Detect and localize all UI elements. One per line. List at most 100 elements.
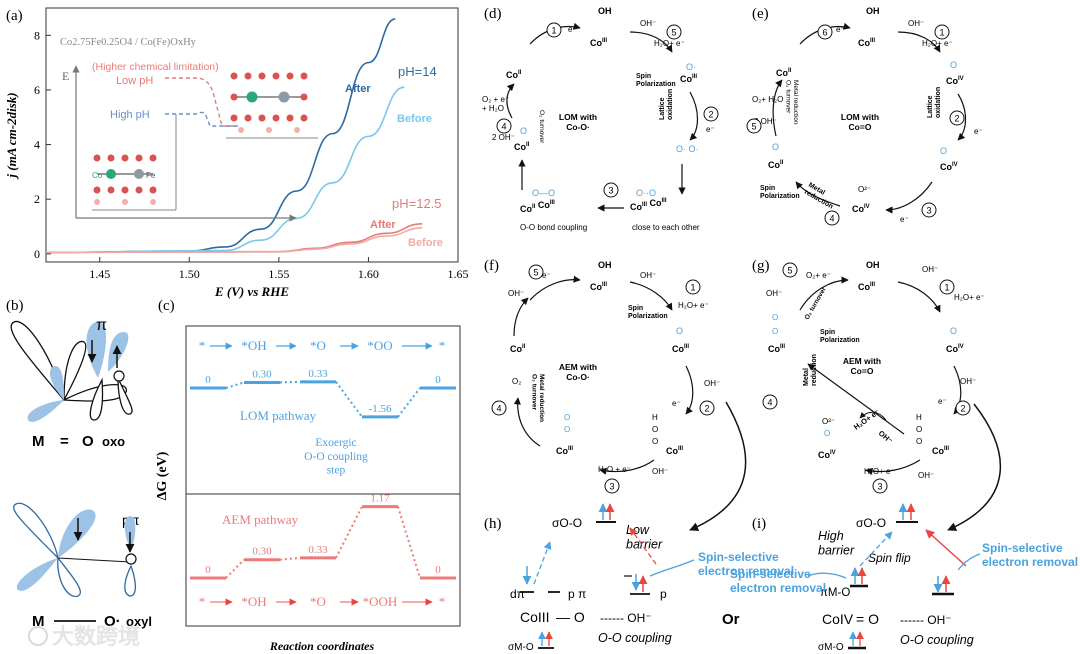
step-circle — [817, 24, 833, 40]
step-number: 5 — [671, 28, 676, 38]
energy-value: 0 — [205, 564, 211, 576]
svg-text:O: O — [940, 146, 947, 156]
svg-text:CoIII: CoIII — [858, 282, 875, 292]
oxo-label: oxo — [102, 434, 125, 449]
step-number: 4 — [501, 122, 506, 132]
step-circle — [762, 394, 778, 410]
i-sigma-mo: σM-O — [818, 642, 844, 653]
svg-text:CoIII: CoIII — [672, 344, 689, 354]
aem-pathway-label: AEM pathway — [222, 512, 299, 527]
label-before-125: Before — [408, 237, 443, 249]
step-label: * — [439, 338, 446, 353]
g-o2e: O₂+ e⁻ — [806, 271, 831, 280]
step-label: *O — [310, 594, 326, 609]
lattice-left: Co Fe — [92, 154, 157, 205]
panel-label-g: (g) — [752, 258, 770, 274]
plot-frame-a — [45, 7, 459, 263]
step-label: * — [199, 594, 206, 609]
inset-limitation: (Higher chemical limitation) — [92, 61, 219, 73]
fe-label: Fe — [146, 171, 156, 180]
d-orbital-lobe — [10, 320, 65, 401]
step-number: 2 — [960, 404, 965, 414]
oxyl-m: M — [32, 613, 45, 630]
f-oh2: OH⁻ — [704, 379, 720, 388]
lattice-right — [230, 72, 308, 133]
step-label: *OOH — [363, 594, 398, 609]
d-2oh: 2 OH⁻ — [492, 133, 515, 142]
g-oh: OH⁻ — [922, 265, 938, 274]
step-circle — [604, 478, 620, 494]
svg-text:O—O: O—O — [532, 188, 555, 198]
e-e: e⁻ — [836, 25, 845, 34]
f-oh4: OH⁻ — [508, 289, 524, 298]
y-tick-label: 2 — [34, 192, 40, 206]
step-circle — [603, 182, 619, 198]
x-tick-label: 1.45 — [89, 267, 110, 281]
a-xlabel: E (V) vs RHE — [214, 284, 289, 299]
d-lattice: Latticeoxidation — [659, 89, 674, 120]
svg-text:CoIV: CoIV — [946, 76, 964, 86]
step-number: 3 — [609, 482, 614, 492]
a-title: Co2.75Fe0.25O4 / Co(Fe)OxHy — [60, 37, 197, 48]
f-oh3: OH⁻ — [652, 467, 668, 476]
e-o2: O₂+ H₂O — [752, 95, 783, 104]
step-number: 6 — [822, 28, 827, 38]
g-metal-red: Metalreduction — [803, 354, 818, 386]
step-number: 3 — [877, 482, 882, 492]
h-formula-dash: — O — [556, 609, 585, 625]
co-label: Co — [92, 171, 103, 180]
step-number: 1 — [944, 283, 949, 293]
y-tick-label: 0 — [34, 247, 40, 261]
g-e: e⁻ — [938, 397, 947, 406]
y-tick-label: 6 — [34, 83, 40, 97]
step-label: *OH — [241, 594, 266, 609]
svg-text:O· O·: O· O· — [676, 144, 699, 154]
svg-text:O: O — [950, 60, 957, 70]
g-oh-left: OH⁻ — [766, 289, 782, 298]
f-o2: O₂ — [512, 377, 521, 386]
energy-connector — [225, 558, 245, 579]
g-h2o: H₂O+ e⁻ — [954, 293, 985, 302]
label-before-14: Before — [397, 113, 432, 125]
step-circle — [528, 264, 544, 280]
svg-text:CoII: CoII — [510, 344, 526, 354]
step-circle — [824, 210, 840, 226]
step-number: 5 — [751, 122, 756, 132]
e-o2-turnover: Metal reductionO₂ turnover — [785, 80, 799, 125]
energy-value: -1.56 — [369, 403, 392, 415]
series-line-2 — [45, 222, 423, 254]
d-oh: OH — [598, 6, 612, 16]
g-oh4: OH⁻ — [877, 429, 894, 446]
inset-high-ph-curve — [165, 111, 238, 127]
e-lattice: Latticeoxidation — [927, 87, 942, 118]
inset-e-label: E — [62, 69, 69, 83]
watermark: 大数跨境 — [28, 624, 140, 649]
step-number: 4 — [767, 398, 772, 408]
h-formula-co: CoIII — [520, 609, 550, 625]
oxyl-o: O· — [104, 613, 121, 630]
g-h2o3: H₂O+ e⁻ — [852, 408, 881, 432]
h-sigma-oo: σO-O — [552, 516, 582, 530]
y-tick-label: 4 — [34, 138, 40, 152]
e-h2o: H₂O+ e⁻ — [922, 39, 953, 48]
inset-high-ph: High pH — [110, 109, 150, 121]
or-label: Or — [722, 611, 740, 628]
step-circle — [949, 110, 965, 126]
f-metal-red: Metal reductionO₂ turnover — [531, 374, 545, 422]
f-h2o: H₂O+ e⁻ — [678, 301, 709, 310]
step-number: 3 — [926, 206, 931, 216]
i-formula-co: CoIV — [822, 611, 854, 627]
step-circle — [955, 400, 971, 416]
svg-text:CoII: CoII — [768, 160, 784, 170]
f-h2o2: H₂O + e⁻ — [598, 465, 631, 474]
svg-text:CoII CoIII: CoII CoIII — [520, 200, 555, 214]
oxo-m: M — [32, 433, 45, 450]
